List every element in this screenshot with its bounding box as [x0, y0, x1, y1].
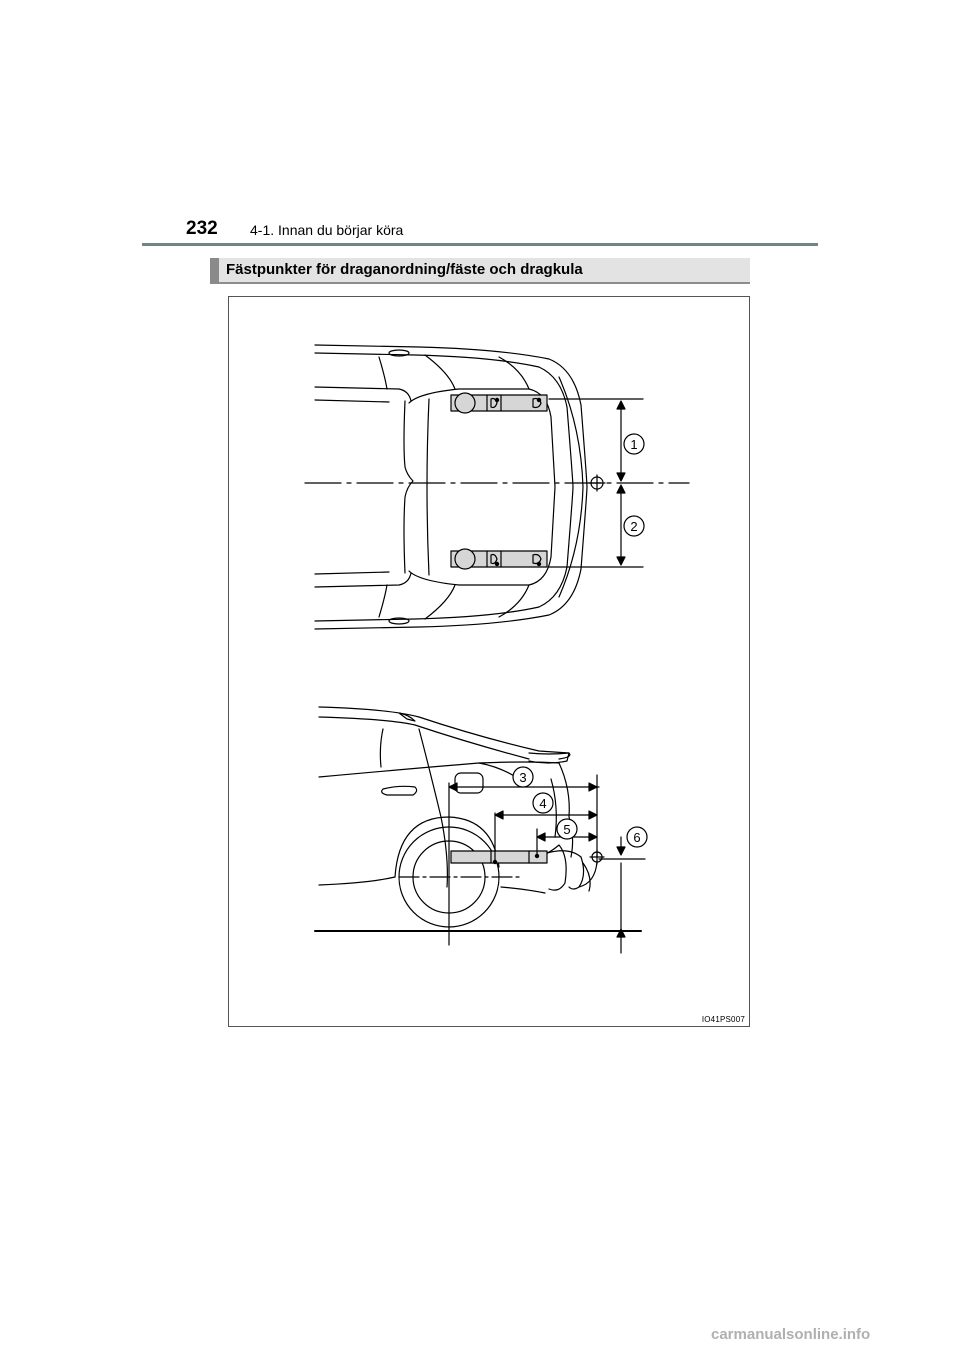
- section-heading: Fästpunkter för draganordning/fäste och …: [210, 258, 750, 284]
- dimension-lines-side: [448, 774, 646, 954]
- svg-text:1: 1: [630, 437, 637, 452]
- figure-frame: 1 2: [228, 296, 750, 1027]
- callout-4: 4: [532, 792, 554, 814]
- callout-2: 2: [623, 515, 645, 537]
- svg-text:4: 4: [539, 796, 546, 811]
- svg-text:3: 3: [519, 770, 526, 785]
- car-top-view: [314, 344, 588, 630]
- page-number: 232: [186, 218, 218, 239]
- header-rule: [142, 243, 818, 246]
- hitch-ball-side: [578, 849, 605, 888]
- figure-code: IO41PS007: [701, 1015, 745, 1024]
- dimension-lines-top: [548, 398, 644, 568]
- svg-text:6: 6: [633, 830, 640, 845]
- hitch-ball-top: [588, 474, 606, 492]
- svg-text:5: 5: [563, 822, 570, 837]
- callout-5: 5: [556, 818, 578, 840]
- callout-6: 6: [626, 826, 648, 848]
- hitch-mount-upper: [450, 392, 548, 414]
- section-heading-bar: [210, 258, 219, 284]
- svg-text:2: 2: [630, 519, 637, 534]
- towing-hitch-diagram: 1 2: [304, 344, 690, 954]
- hitch-mount-lower: [450, 548, 548, 570]
- watermark: carmanualsonline.info: [711, 1326, 871, 1343]
- car-side-view: [314, 706, 642, 946]
- section-heading-text: Fästpunkter för draganordning/fäste och …: [226, 261, 583, 278]
- chapter-title: 4-1. Innan du börjar köra: [250, 222, 404, 238]
- callout-1: 1: [623, 433, 645, 455]
- callout-3: 3: [512, 766, 534, 788]
- hitch-bar-side: [450, 850, 591, 892]
